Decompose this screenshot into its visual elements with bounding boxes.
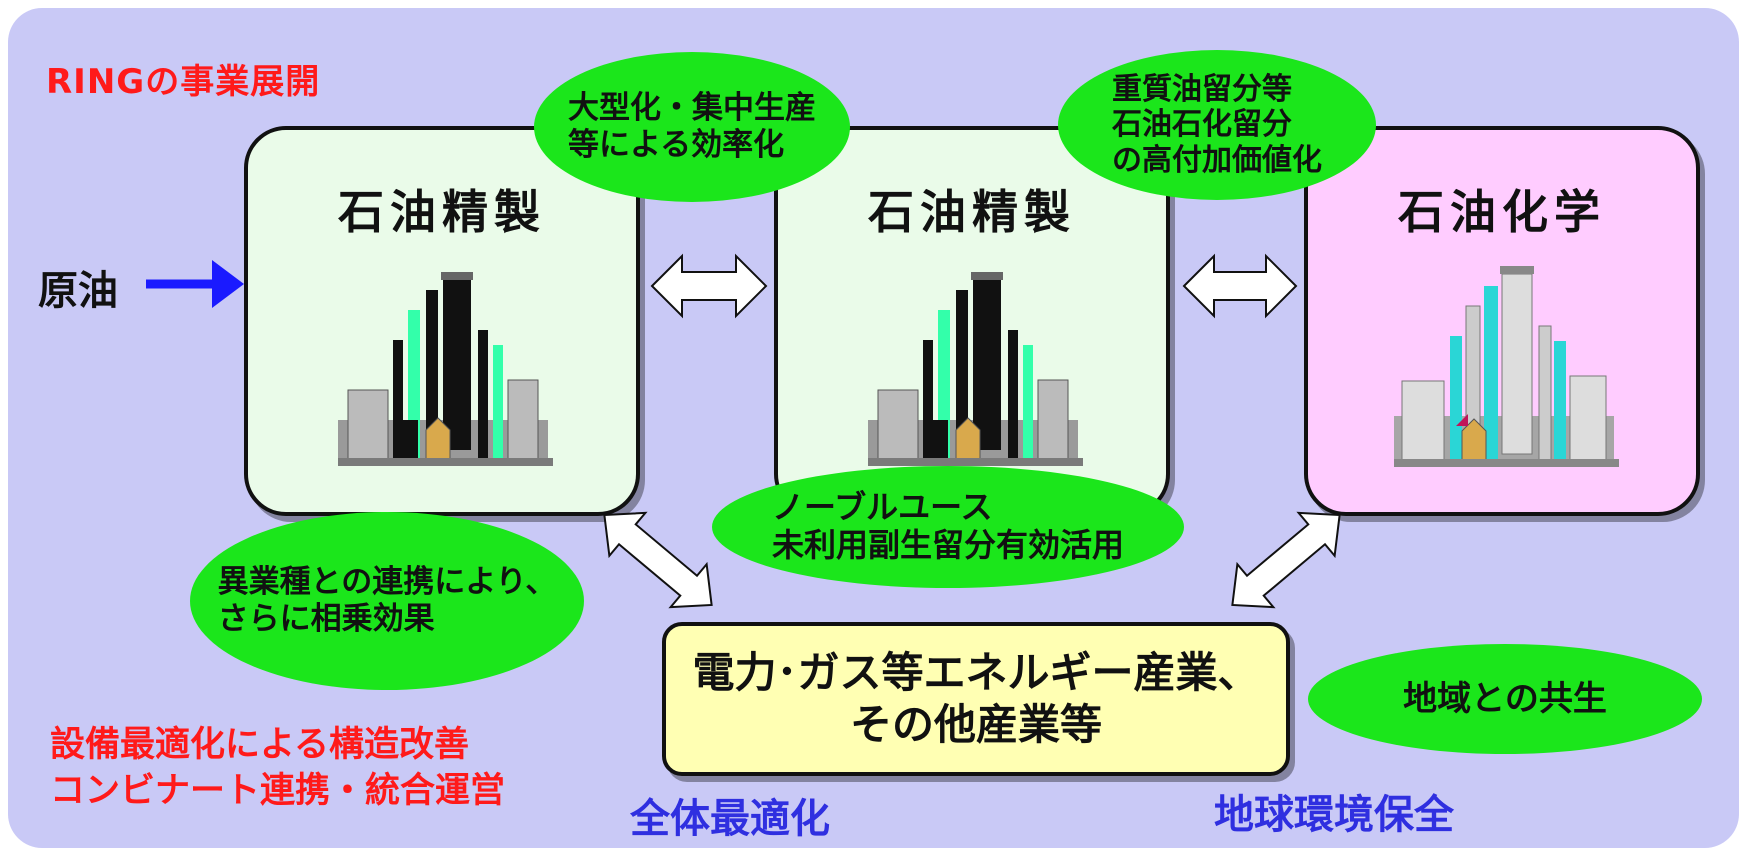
structural-improvement-label: 設備最適化による構造改善 コンビナート連携・統合運営 [50, 725, 506, 812]
diagram-title: RINGの事業展開 [46, 62, 321, 102]
double-arrow-1-2 [650, 253, 768, 319]
synergy-ellipse: 異業種との連携により、 さらに相乗効果 [190, 512, 584, 690]
noble-use-text: ノーブルユース 未利用副生留分有効活用 [771, 488, 1124, 564]
refinery-plant-icon [868, 272, 1083, 466]
value-added-ellipse: 重質油留分等 石油石化留分 の高付加価値化 [1058, 50, 1376, 200]
value-added-text: 重質油留分等 石油石化留分 の高付加価値化 [1112, 71, 1322, 178]
refinery-box-2-label: 石油精製 [868, 185, 1076, 239]
crude-oil-label: 原油 [38, 268, 118, 314]
double-arrow-petrochem-energy [1231, 511, 1341, 609]
refinery-box-1-label: 石油精製 [338, 185, 546, 239]
environment-label: 地球環境保全 [1214, 792, 1454, 838]
double-arrow-2-3 [1182, 253, 1298, 319]
efficiency-ellipse: 大型化・集中生産 等による効率化 [534, 52, 850, 202]
energy-industry-box: 電力･ガス等エネルギー産業、 その他産業等 [662, 622, 1290, 776]
crude-oil-arrow [146, 260, 244, 308]
total-optimization-label: 全体最適化 [630, 796, 830, 842]
synergy-text: 異業種との連携により、 さらに相乗効果 [217, 564, 557, 637]
refinery-box-2: 石油精製 [774, 126, 1170, 516]
petrochemical-box: 石油化学 [1304, 126, 1700, 516]
refinery-plant-icon [338, 272, 553, 466]
community-ellipse: 地域との共生 [1308, 644, 1702, 754]
noble-use-ellipse: ノーブルユース 未利用副生留分有効活用 [712, 466, 1184, 588]
petrochemical-box-label: 石油化学 [1398, 185, 1606, 239]
efficiency-text: 大型化・集中生産 等による効率化 [568, 90, 816, 163]
refinery-box-1: 石油精製 [244, 126, 640, 516]
petrochemical-plant-icon [1394, 266, 1619, 467]
community-text: 地域との共生 [1403, 678, 1607, 719]
double-arrow-refinery-energy [603, 511, 713, 609]
